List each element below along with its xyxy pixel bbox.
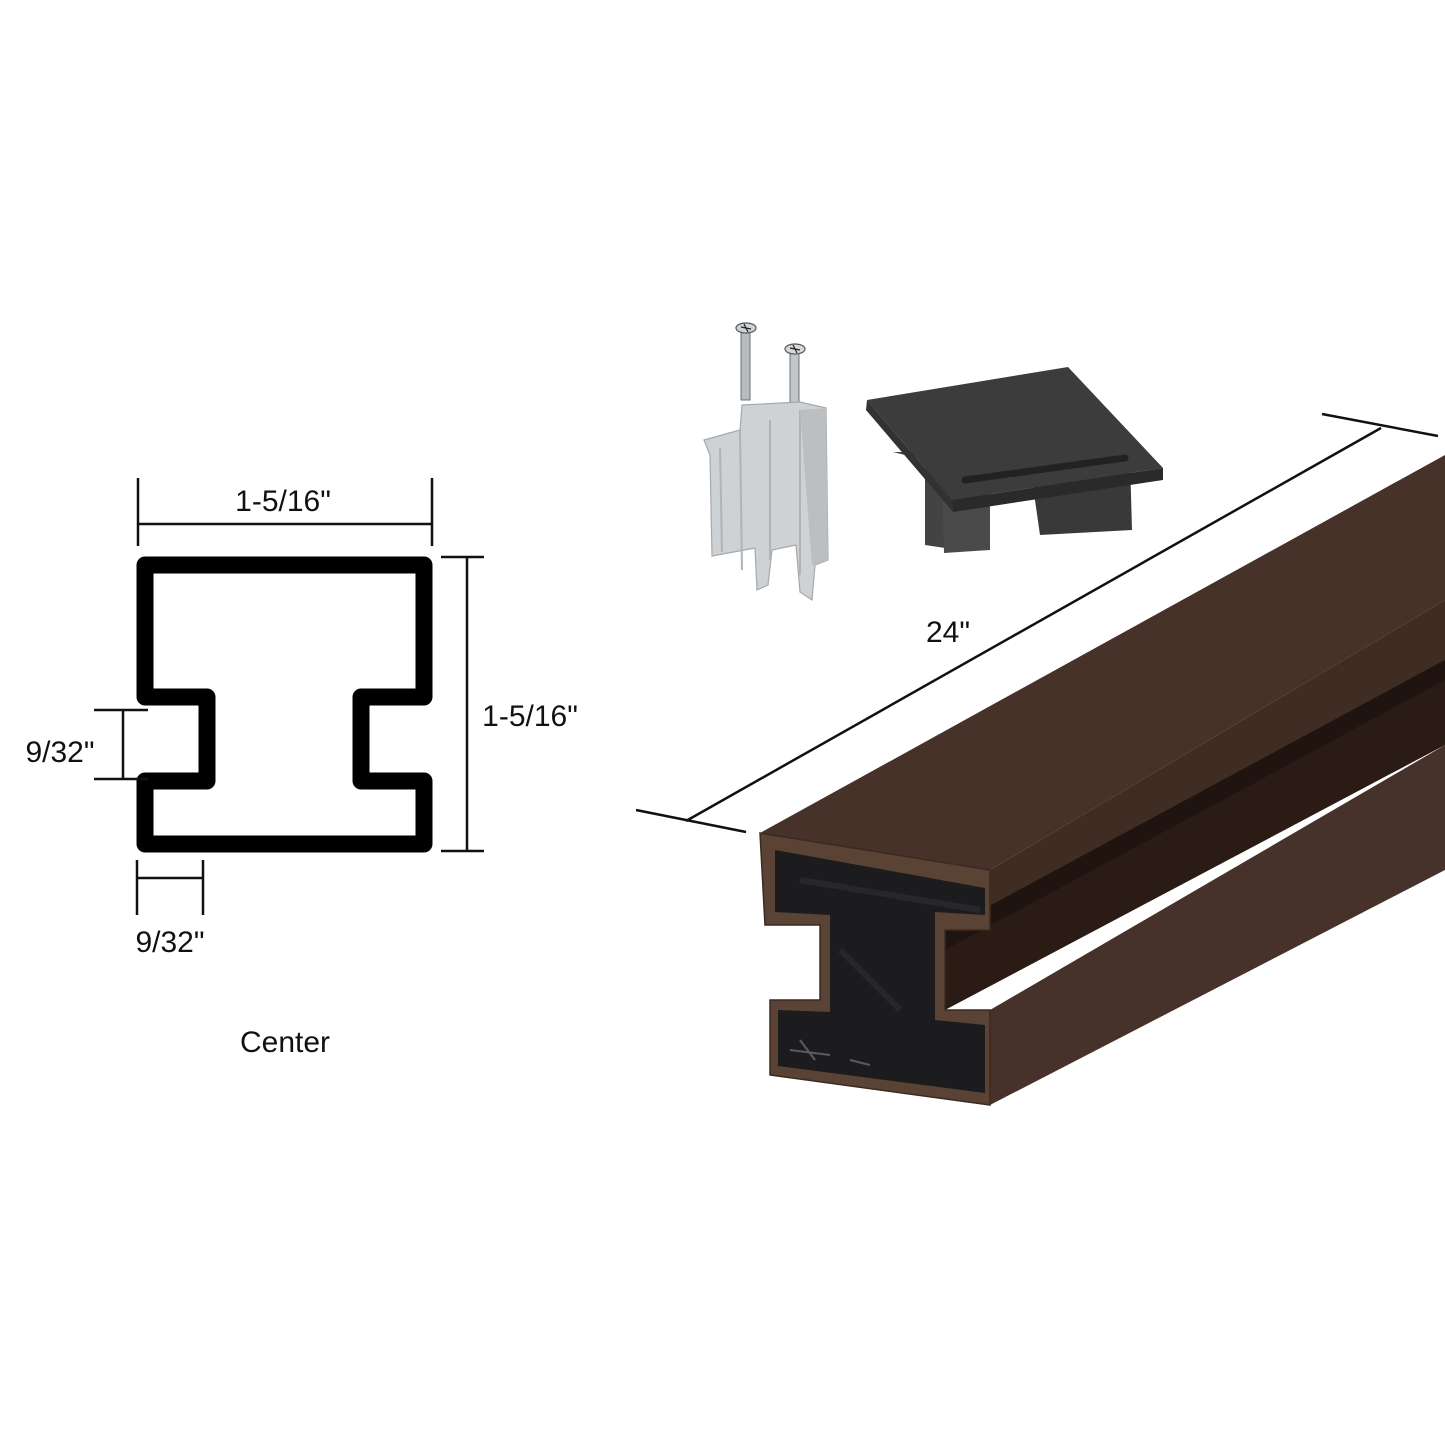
profile-caption: Center	[240, 1026, 330, 1059]
profile-bar-icon	[759, 455, 1445, 1106]
height-dimension	[441, 555, 484, 853]
screw-insert-icon	[703, 322, 829, 602]
width-dimension	[136, 478, 434, 546]
length-dimension-label: 24"	[926, 616, 970, 649]
end-cap-icon	[866, 367, 1163, 553]
profile-outline	[136, 556, 433, 853]
slot-height-dimension-label: 9/32"	[25, 736, 94, 769]
slot-depth-dimension-label: 9/32"	[135, 926, 204, 959]
profile-cross-section	[136, 556, 433, 853]
height-dimension-label: 1-5/16"	[482, 700, 578, 733]
length-dimension	[635, 412, 1439, 834]
width-dimension-label: 1-5/16"	[235, 485, 331, 518]
slot-depth-dimension	[135, 860, 205, 915]
slot-height-dimension	[94, 708, 148, 781]
